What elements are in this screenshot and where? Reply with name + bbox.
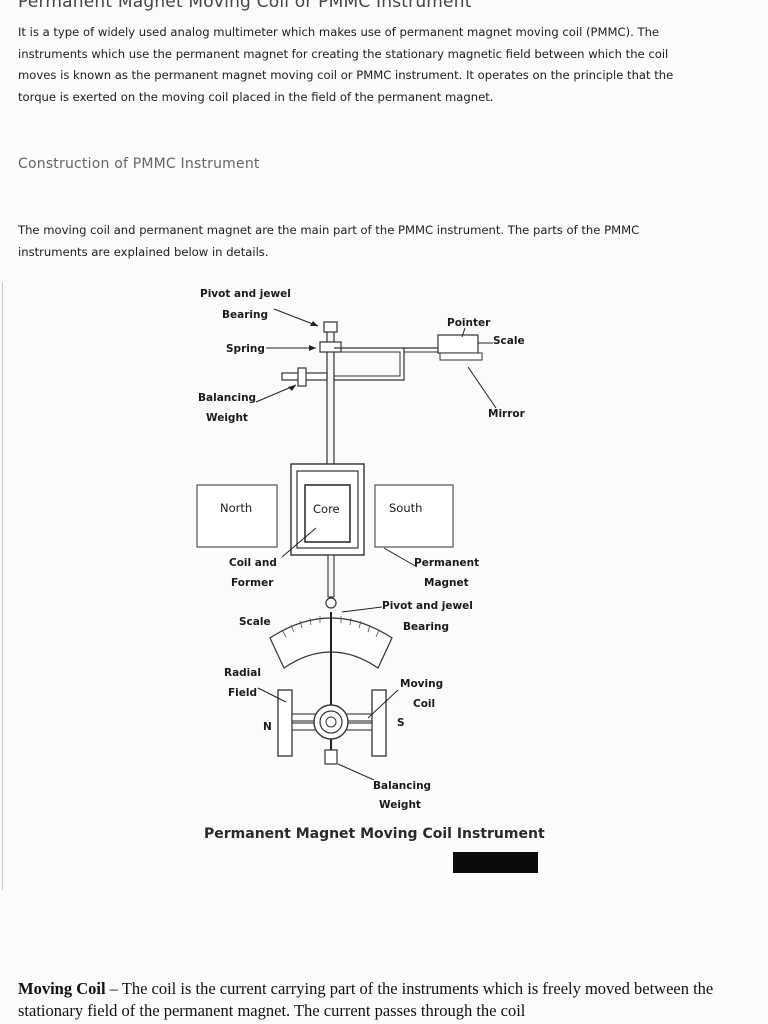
leader-arrowheads — [288, 321, 318, 391]
scale-box — [437, 334, 479, 354]
label-moving-coil-1: Moving — [400, 678, 443, 690]
balancing-weight-top — [297, 367, 307, 387]
redaction-bar — [453, 852, 538, 873]
section-intro-paragraph: The moving coil and permanent magnet are… — [18, 223, 640, 259]
top-jewel-bearing — [323, 321, 338, 333]
label-moving-coil-2: Coil — [413, 698, 435, 710]
label-balancing-weight-bottom-2: Weight — [379, 799, 421, 811]
label-radial-field-1: Radial — [224, 667, 261, 679]
label-balancing-weight-top-2: Weight — [206, 412, 248, 424]
label-pivot-jewel-bottom-2: Bearing — [403, 621, 449, 633]
s-pole-piece — [371, 689, 387, 757]
south-pole-block — [374, 484, 454, 548]
label-south: South — [389, 501, 422, 515]
label-permanent-magnet-1: Permanent — [414, 557, 479, 569]
mirror-plate — [439, 352, 483, 361]
figure-caption: Permanent Magnet Moving Coil Instrument — [204, 826, 545, 842]
north-pole-block — [196, 484, 278, 548]
moving-coil-paragraph: Moving Coil – The coil is the current ca… — [18, 978, 718, 1022]
core-block — [304, 484, 351, 543]
label-pivot-jewel-top-1: Pivot and jewel — [200, 288, 291, 300]
label-pivot-jewel-bottom-1: Pivot and jewel — [382, 600, 473, 612]
label-radial-field-2: Field — [228, 687, 257, 699]
section-heading: Construction of PMMC Instrument — [18, 156, 260, 172]
page-heading: Permanent Magnet Moving Coil or PMMC Ins… — [18, 0, 472, 12]
label-balancing-weight-bottom-1: Balancing — [373, 780, 431, 792]
label-scale-top: Scale — [493, 335, 525, 347]
leader-lines — [255, 308, 497, 781]
label-balancing-weight-top-1: Balancing — [198, 392, 256, 404]
label-coil-former-1: Coil and — [229, 557, 277, 569]
intro-paragraph: It is a type of widely used analog multi… — [18, 25, 674, 104]
moving-coil-term: Moving Coil — [18, 979, 106, 998]
label-pointer: Pointer — [447, 317, 491, 329]
label-coil-former-2: Former — [231, 577, 274, 589]
label-pole-s: S — [397, 717, 405, 729]
figure-border-line — [2, 282, 3, 890]
label-spring: Spring — [226, 343, 265, 355]
label-permanent-magnet-2: Magnet — [424, 577, 469, 589]
n-pole-piece — [277, 689, 293, 757]
label-north: North — [220, 501, 252, 515]
label-scale-bottom: Scale — [239, 616, 271, 628]
pointer-arm — [334, 347, 405, 381]
label-pole-n: N — [263, 721, 272, 733]
label-pivot-jewel-top-2: Bearing — [222, 309, 268, 321]
label-core: Core — [313, 502, 340, 516]
label-mirror: Mirror — [488, 408, 526, 420]
scale-ticks — [281, 616, 380, 638]
spring — [319, 341, 342, 353]
balancing-weight-bottom — [324, 749, 338, 765]
bottom-pivot — [325, 597, 337, 609]
moving-coil-text: – The coil is the current carrying part … — [18, 979, 714, 1020]
